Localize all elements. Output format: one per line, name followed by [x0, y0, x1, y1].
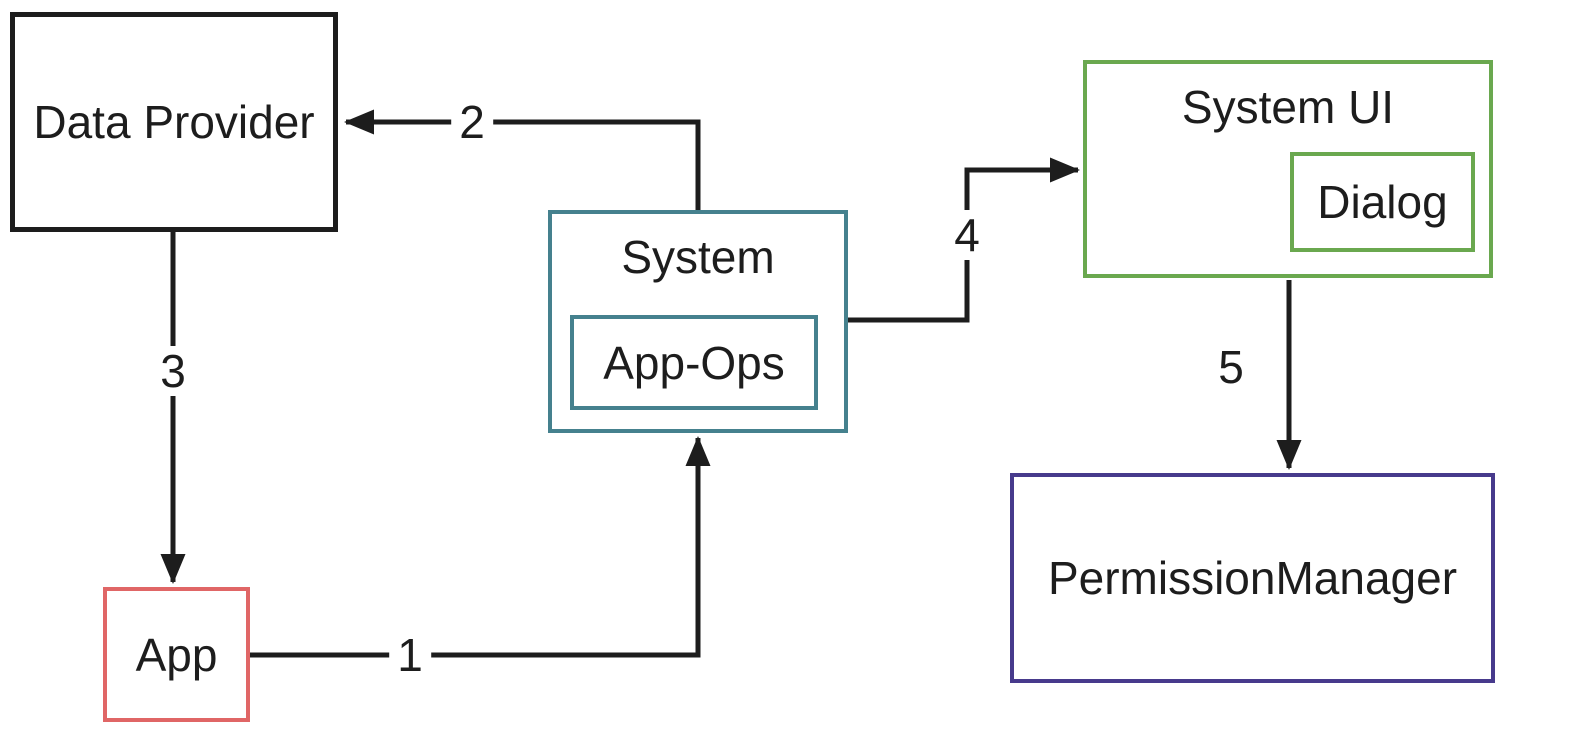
- node-dialog-label: Dialog: [1317, 176, 1448, 228]
- node-app-ops: App-Ops: [570, 315, 818, 410]
- edge-label-4: 4: [946, 210, 988, 260]
- node-data-provider-label: Data Provider: [33, 96, 315, 148]
- edge-label-3: 3: [152, 346, 194, 396]
- edge-label-5: 5: [1210, 342, 1252, 392]
- node-app-ops-label: App-Ops: [603, 336, 785, 389]
- node-permission-manager: PermissionManager: [1010, 473, 1495, 683]
- node-permission-manager-label: PermissionManager: [1047, 552, 1458, 604]
- node-app-label: App: [135, 628, 218, 681]
- node-system-ui-label: System UI: [1181, 81, 1395, 133]
- edge-2-system-to-data-provider: [343, 109, 701, 210]
- node-data-provider: Data Provider: [10, 12, 338, 232]
- edge-label-1: 1: [389, 630, 431, 680]
- node-system-label: System: [621, 231, 775, 283]
- node-app: App: [103, 587, 250, 722]
- edge-label-2: 2: [451, 97, 493, 147]
- edge-1-app-to-system: [250, 435, 711, 658]
- node-dialog: Dialog: [1290, 152, 1475, 252]
